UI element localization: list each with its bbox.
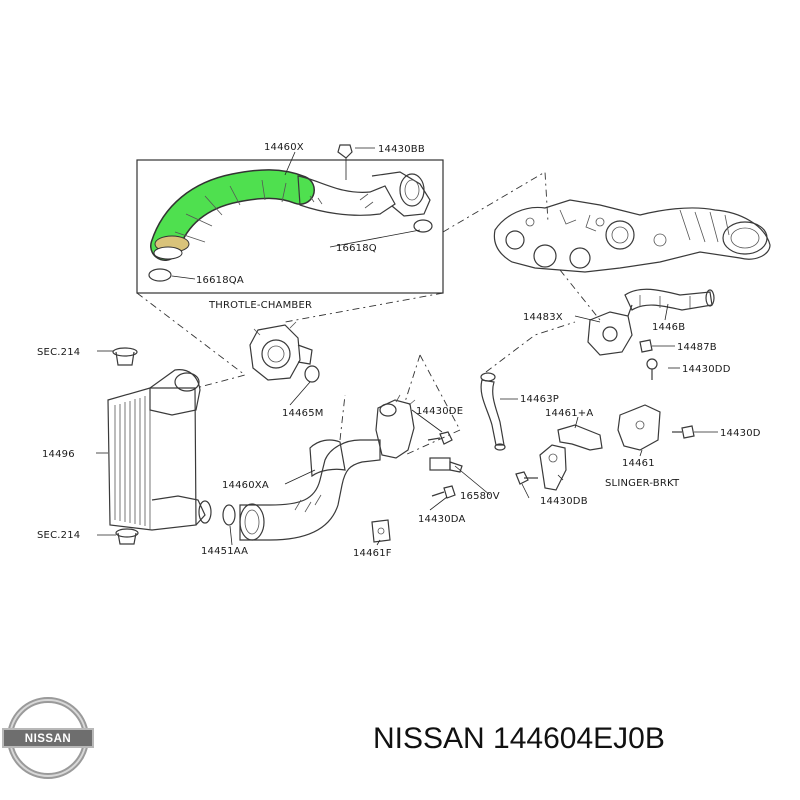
- bolt-487: [639, 339, 653, 353]
- label-14461: 14461: [622, 458, 655, 469]
- label-16618q: 16618Q: [336, 243, 377, 254]
- bracket-f: [371, 519, 391, 543]
- connector-x: [587, 304, 633, 356]
- oring-throttle: [304, 365, 320, 383]
- highlighted-hose: [150, 169, 315, 261]
- label-14461f: 14461F: [353, 548, 392, 559]
- air-duct: [375, 394, 416, 459]
- label-14487b: 14487B: [677, 342, 717, 353]
- logo-text: NISSAN: [25, 733, 71, 745]
- bracket-461: [617, 404, 661, 451]
- label-14483x: 14483X: [523, 312, 563, 323]
- sensor: [429, 457, 463, 473]
- label-14430dd: 14430DD: [682, 364, 731, 375]
- label-1446b: 1446B: [652, 322, 685, 333]
- label-14430db: 14430DB: [540, 496, 588, 507]
- label-14461a: 14461+A: [545, 408, 593, 419]
- lower-pipe: [239, 439, 381, 541]
- label-14451aa: 14451AA: [201, 546, 248, 557]
- bolt-de: [427, 431, 453, 445]
- part-number-title: NISSAN 144604EJ0B: [373, 722, 665, 755]
- leader-lines: [96, 147, 718, 546]
- turbo-manifold: [493, 199, 771, 273]
- label-14465m: 14465M: [282, 408, 324, 419]
- label-14496: 14496: [42, 449, 75, 460]
- label-sec214-top: SEC.214: [37, 347, 80, 358]
- bolt-dd: [646, 358, 658, 380]
- slinger-bracket: [539, 444, 567, 491]
- bolt-da: [431, 485, 456, 499]
- label-14430de: 14430DE: [416, 406, 463, 417]
- label-14460x: 14460X: [264, 142, 304, 153]
- nissan-logo: NISSAN: [2, 697, 94, 779]
- bolt-d: [672, 425, 695, 439]
- dashed-guides: [136, 171, 601, 456]
- label-14430bb: 14430BB: [378, 144, 425, 155]
- metal-pipe: [297, 144, 433, 233]
- label-slinger-brkt: SLINGER-BRKT: [605, 478, 680, 489]
- label-14460xa: 14460XA: [222, 480, 269, 491]
- bracket-a: [557, 424, 603, 451]
- oring-left: [148, 268, 172, 282]
- label-16618qa: 16618QA: [196, 275, 244, 286]
- part-labels: 14460X 14430BB 16618Q 16618QA THROTLE-CH…: [37, 142, 761, 559]
- label-14430d: 14430D: [720, 428, 761, 439]
- label-14430da: 14430DA: [418, 514, 466, 525]
- assembly-box: [136, 159, 444, 294]
- throttle-chamber: [249, 321, 313, 381]
- intercooler: [107, 347, 212, 545]
- label-14463p: 14463P: [520, 394, 559, 405]
- label-sec214-bottom: SEC.214: [37, 530, 80, 541]
- oring-lower: [222, 504, 236, 526]
- tube-468: [624, 288, 715, 311]
- label-16580v: 16580V: [460, 491, 500, 502]
- bolt-db: [515, 471, 538, 485]
- label-throttle-chamber: THROTLE-CHAMBER: [208, 300, 312, 311]
- hose-p: [480, 372, 506, 451]
